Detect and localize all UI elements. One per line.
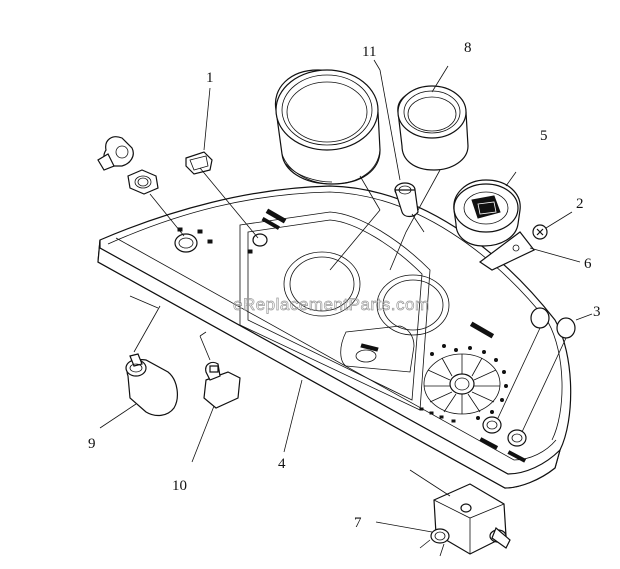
dashboard-panel — [97, 185, 572, 489]
callout-2: 2 — [576, 196, 584, 212]
callout-4: 4 — [278, 456, 286, 472]
callout-5: 5 — [540, 128, 548, 144]
callout-11: 11 — [362, 44, 376, 60]
part-11-plug — [379, 69, 425, 233]
part-5-cap — [453, 171, 521, 247]
part-7-switch — [375, 469, 511, 557]
small-gauge — [389, 65, 469, 271]
part-10-switch — [191, 335, 241, 463]
hex-nut — [127, 169, 185, 237]
leader-11 — [373, 59, 381, 71]
large-gauge — [274, 69, 381, 271]
callout-7: 7 — [354, 515, 362, 531]
part-1-lamp-socket — [185, 151, 259, 239]
leader-4 — [283, 379, 303, 453]
part-2-screw — [532, 211, 573, 240]
callout-9: 9 — [88, 436, 96, 452]
leader-1 — [203, 87, 211, 151]
leader-panel-left — [129, 295, 159, 309]
part-3-buttons — [497, 307, 593, 433]
callout-10: 10 — [172, 478, 187, 494]
callout-6: 6 — [584, 256, 592, 272]
callout-8: 8 — [464, 40, 472, 56]
toggle-knob — [97, 136, 134, 171]
leader-panel-mid — [199, 331, 207, 337]
part-9-switch — [99, 305, 178, 429]
callout-1: 1 — [206, 70, 214, 86]
callout-3: 3 — [593, 304, 601, 320]
part-6-decal — [478, 231, 581, 271]
watermark-text: eReplacementParts.com — [233, 295, 430, 314]
